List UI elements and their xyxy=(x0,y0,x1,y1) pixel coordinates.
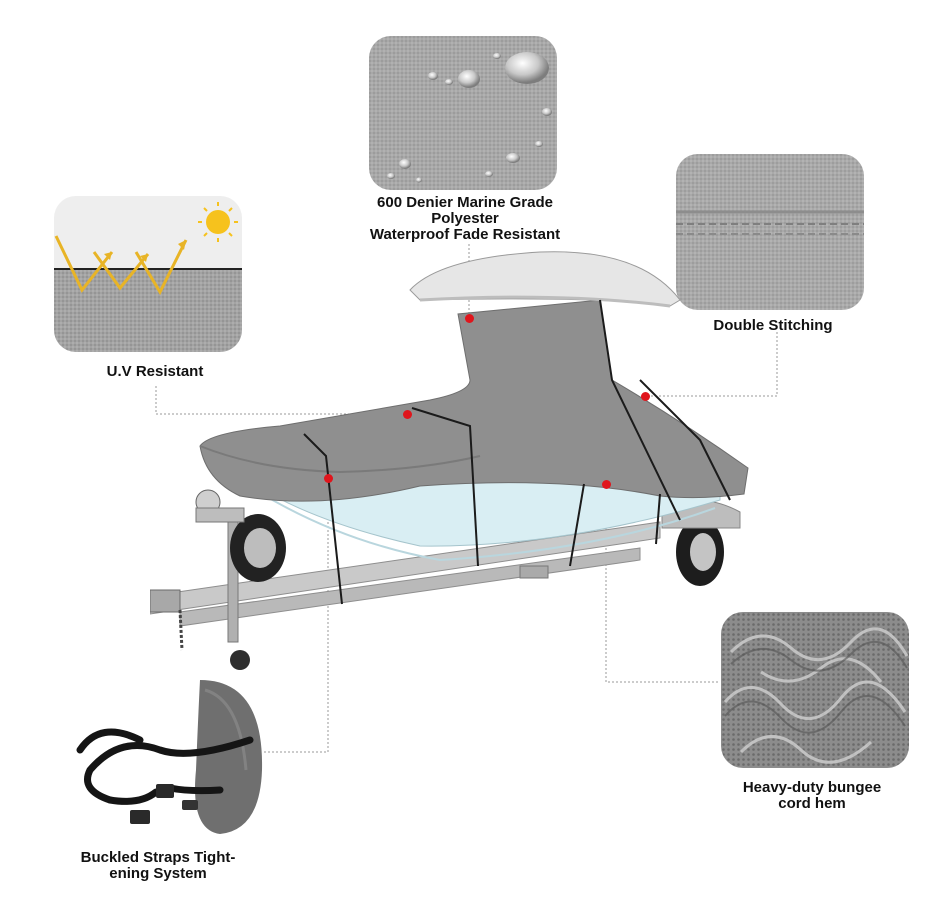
uv-resistant-image xyxy=(54,196,242,352)
fabric-label-line2: Polyester xyxy=(431,210,499,227)
fabric-label-line1: 600 Denier Marine Grade xyxy=(377,194,553,211)
marker-straps xyxy=(324,474,333,483)
winch xyxy=(195,489,245,523)
waterproof-fabric-image xyxy=(369,36,557,190)
bungee-label-line2: cord hem xyxy=(778,795,846,812)
buckled-straps-image xyxy=(70,680,264,836)
marker-bungee xyxy=(602,480,611,489)
fabric-label: 600 Denier Marine Grade Polyester Waterp… xyxy=(330,195,600,243)
double-stitching-label: Double Stitching xyxy=(713,317,833,334)
marker-stitching xyxy=(641,392,650,401)
trailer-frame xyxy=(150,511,661,670)
marker-fabric xyxy=(465,314,474,323)
straps-label-line1: Buckled Straps Tight- xyxy=(80,849,236,866)
bungee-hem-image xyxy=(721,612,909,768)
fabric-label-line3: Waterproof Fade Resistant xyxy=(369,226,561,243)
straps-label-line2: ening System xyxy=(109,865,207,882)
bungee-label: Heavy-duty bungee cord hem xyxy=(710,780,914,812)
marker-uv xyxy=(403,410,412,419)
uv-label: U.V Resistant xyxy=(106,363,204,380)
sun-icon xyxy=(198,202,238,242)
double-stitching-image xyxy=(676,154,864,310)
bungee-label-line1: Heavy-duty bungee xyxy=(742,779,882,796)
straps-label: Buckled Straps Tight- ening System xyxy=(50,850,266,882)
boat-trailer-image xyxy=(150,250,760,680)
